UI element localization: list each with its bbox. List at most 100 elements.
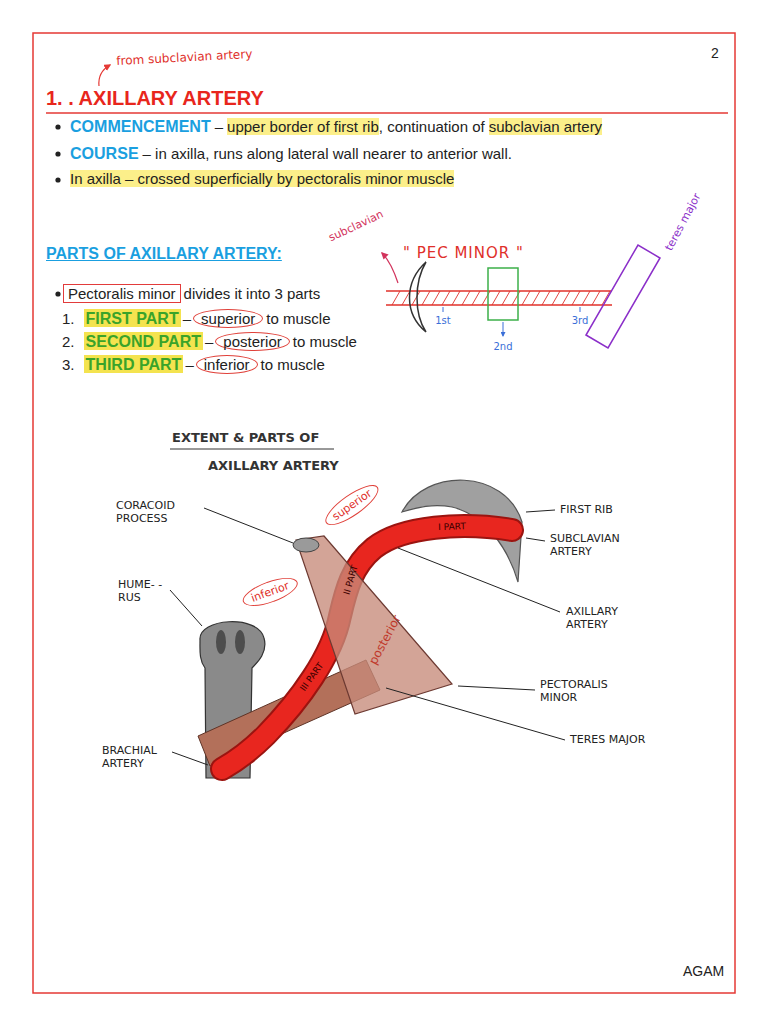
note-text: divides it into 3 parts (184, 285, 321, 302)
sketch-arrow (382, 253, 398, 283)
text-row: 1. FIRST PART–superiorto muscle (62, 309, 330, 328)
text-slot: , continuation of (379, 118, 485, 136)
boxed-term: Pectoralis minor (63, 284, 181, 303)
coracoid-process (293, 538, 319, 552)
list-number: 1. (62, 310, 75, 327)
circled-annotation: inferior (239, 572, 300, 611)
author-mark: AGAM (683, 963, 724, 980)
text-slot: SECOND PART (84, 332, 204, 351)
humerus-detail (216, 630, 226, 654)
circled-term: posterior (215, 332, 289, 351)
part-name: SECOND PART (84, 332, 204, 350)
leader-line (170, 590, 202, 626)
text-slot: 2. (62, 333, 75, 351)
text-slot: to muscle (266, 310, 330, 328)
sketch-artery (386, 304, 612, 305)
bullet-keyword: COURSE (70, 144, 139, 162)
leader-line (458, 686, 535, 690)
text-slot: upper border of first rib (227, 118, 379, 136)
note-text: TERES MAJOR (570, 733, 645, 746)
artery-outline (222, 526, 512, 769)
leader-line (386, 688, 565, 740)
text-row: 3.THIRD PART–inferiorto muscle (62, 355, 325, 374)
text-row: In axilla – crossed superficially by pec… (70, 170, 454, 188)
figure-title: EXTENT & PARTS OF (172, 430, 319, 446)
sketch-rib (410, 262, 427, 332)
text-slot: COURSE (70, 144, 139, 163)
bullet-dot (55, 151, 60, 156)
sketch-hatching (392, 291, 610, 305)
text-slot: THIRD PART (84, 355, 184, 374)
note-text: CORACOID PROCESS (116, 499, 204, 525)
note-text: – (205, 333, 213, 350)
note-text: to muscle (266, 310, 330, 327)
node-text: posterior (223, 333, 281, 350)
part-name: THIRD PART (84, 355, 184, 373)
sketch-label: 2nd (493, 341, 512, 353)
note-text: HUME- -RUS (118, 578, 164, 604)
text-slot: 3. (62, 356, 75, 374)
text-slot: inferior (196, 355, 258, 374)
bullet-dot (55, 291, 60, 296)
node-text: Pectoralis minor (68, 285, 176, 302)
circled-annotation: superior (320, 478, 384, 532)
text-slot: – (205, 333, 213, 351)
sketch-tick (580, 307, 581, 312)
pectoralis-minor (296, 536, 452, 714)
text-slot: to muscle (293, 333, 357, 351)
circled-term: superior (193, 309, 263, 328)
leader-line (526, 510, 555, 512)
sketch-tick (503, 322, 504, 336)
sketch-label: subclavian (327, 208, 386, 245)
node-text: superior (330, 487, 375, 524)
note-text: PECTORALIS MINOR (540, 678, 630, 704)
handwritten-note: from subclavian artery (116, 47, 253, 68)
note-text: FIRST RIB (560, 503, 613, 516)
sketch-tick (443, 307, 444, 312)
page-number: 2 (711, 45, 719, 62)
sketch-pec-minor (488, 268, 518, 320)
bullet-keyword: COMMENCEMENT (70, 117, 211, 135)
note-text: to muscle (293, 333, 357, 350)
note-text: – in axilla, runs along lateral wall nea… (143, 145, 512, 162)
humerus-detail (235, 630, 245, 654)
sketch-label: 3rd (572, 315, 589, 327)
note-text: In axilla – crossed superficially by pec… (70, 170, 454, 187)
text-slot: 1. (62, 310, 75, 328)
note-text: – (183, 310, 191, 327)
leader-line (172, 752, 208, 765)
list-number: 2. (62, 333, 75, 350)
leader-line (204, 508, 293, 543)
page-title: 1. . AXILLARY ARTERY (46, 86, 264, 110)
note-text: to muscle (261, 356, 325, 373)
section-heading: PARTS OF AXILLARY ARTERY: (46, 244, 282, 263)
note-text: BRACHIAL ARTERY (102, 744, 172, 770)
text-slot: – (183, 310, 191, 328)
figure-title: AXILLARY ARTERY (208, 458, 339, 474)
text-row: 2. SECOND PART–posterior to muscle (62, 332, 357, 351)
text-slot: FIRST PART (84, 309, 181, 328)
title-rule (46, 112, 728, 114)
leader-line (526, 538, 545, 541)
sketch-label: 1st (435, 315, 451, 327)
text-slot: Pectoralis minor (63, 284, 181, 303)
annotation-arrow (99, 65, 110, 86)
text-slot: posterior (215, 332, 289, 351)
sketch-teres-major (586, 245, 660, 348)
text-slot: In axilla – crossed superficially by pec… (70, 170, 454, 188)
part-name: FIRST PART (84, 309, 181, 327)
note-text: AXILLARY ARTERY (566, 605, 646, 631)
note-text: – (215, 118, 223, 135)
part-label: I PART (438, 521, 466, 533)
sketch-label: teres major (662, 191, 703, 253)
text-slot: – (215, 118, 223, 136)
text-row: COMMENCEMENT–upper border of first rib, … (70, 117, 602, 136)
list-number: 3. (62, 356, 75, 373)
sketch-label: " PEC MINOR " (403, 244, 524, 262)
bullet-dot (55, 124, 60, 129)
leader-line (398, 548, 560, 612)
text-slot: superior (193, 309, 263, 328)
node-text: inferior (204, 356, 250, 373)
text-slot: subclavian artery (489, 118, 602, 136)
